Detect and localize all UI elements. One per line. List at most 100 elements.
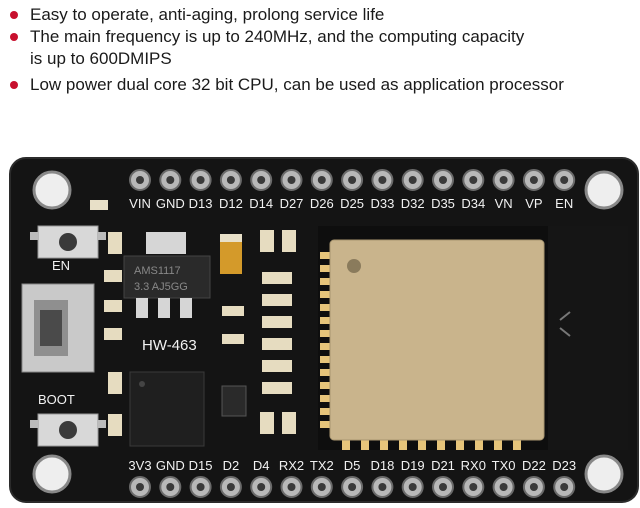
passive-components bbox=[104, 232, 122, 436]
regulator-text: AMS1117 bbox=[134, 265, 181, 277]
pin-label: RX2 bbox=[279, 458, 304, 473]
bullet-icon bbox=[10, 11, 18, 19]
module-pad bbox=[320, 408, 330, 415]
header-pin-hole bbox=[136, 176, 144, 184]
pin-label: D35 bbox=[431, 196, 455, 211]
header-pin-hole bbox=[378, 176, 387, 184]
header-pin-hole bbox=[469, 483, 478, 491]
pin-label: RX0 bbox=[461, 458, 486, 473]
pin-label: D25 bbox=[340, 196, 364, 211]
bullet-icon bbox=[10, 81, 18, 89]
module-pad bbox=[320, 330, 330, 337]
pin-label: D15 bbox=[189, 458, 213, 473]
header-pin-hole bbox=[136, 483, 144, 491]
module-pad bbox=[320, 382, 330, 389]
module-pad bbox=[475, 440, 483, 450]
pin-label: VN bbox=[495, 196, 513, 211]
module-pad bbox=[320, 421, 330, 428]
pin-label: 3V3 bbox=[128, 458, 151, 473]
header-pin-hole bbox=[499, 176, 508, 184]
module-pad bbox=[320, 265, 330, 272]
header-pin-hole bbox=[529, 483, 538, 491]
module-pad bbox=[456, 440, 464, 450]
en-label: EN bbox=[52, 258, 70, 273]
header-pin-hole bbox=[560, 176, 569, 184]
micro-usb-port bbox=[21, 283, 95, 373]
pin-label: D27 bbox=[280, 196, 304, 211]
top-pin-header bbox=[129, 169, 576, 191]
pin-label: GND bbox=[156, 458, 185, 473]
pin-label: D22 bbox=[522, 458, 546, 473]
voltage-regulator: AMS1117 3.3 AJ5GG bbox=[123, 232, 211, 318]
pin-label: VIN bbox=[129, 196, 151, 211]
rf-shield-can bbox=[329, 239, 545, 441]
pin-label: GND bbox=[156, 196, 185, 211]
header-pin-hole bbox=[166, 483, 175, 491]
model-label: HW-463 bbox=[142, 337, 197, 354]
header-pin-hole bbox=[439, 176, 447, 184]
pin-label: D12 bbox=[219, 196, 243, 211]
module-pad bbox=[320, 395, 330, 402]
pin-label: TX2 bbox=[310, 458, 334, 473]
pin-label: D4 bbox=[253, 458, 270, 473]
pin-label: D13 bbox=[189, 196, 213, 211]
feature-text: Easy to operate, anti-aging, prolong ser… bbox=[30, 5, 385, 24]
header-pin-hole bbox=[317, 176, 326, 184]
module-pad bbox=[320, 291, 330, 298]
boot-button bbox=[30, 413, 106, 447]
feature-item: The main frequency is up to 240MHz, and … bbox=[0, 26, 524, 70]
module-pad bbox=[494, 440, 502, 450]
header-pin-hole bbox=[226, 176, 235, 184]
header-pin-hole bbox=[196, 176, 205, 184]
pin-label: D26 bbox=[310, 196, 334, 211]
module-pad bbox=[320, 343, 330, 350]
pin-label: D23 bbox=[552, 458, 576, 473]
module-pad bbox=[513, 440, 521, 450]
header-pin-hole bbox=[378, 483, 387, 491]
pin-label: D5 bbox=[344, 458, 361, 473]
module-pad bbox=[320, 252, 330, 259]
header-pin-hole bbox=[408, 483, 417, 491]
header-pin-hole bbox=[196, 483, 205, 491]
module-pad bbox=[399, 440, 407, 450]
pin-label: D32 bbox=[401, 196, 425, 211]
header-pin-hole bbox=[408, 176, 417, 184]
module-pad bbox=[342, 440, 350, 450]
header-pin-hole bbox=[257, 176, 266, 184]
module-pad bbox=[320, 304, 330, 311]
pin-label: TX0 bbox=[492, 458, 516, 473]
header-pin-hole bbox=[287, 483, 296, 491]
header-pin-hole bbox=[439, 483, 447, 491]
antenna-area bbox=[548, 226, 628, 450]
module-pad bbox=[320, 356, 330, 363]
pin-label: EN bbox=[555, 196, 573, 211]
pin-label: D19 bbox=[401, 458, 425, 473]
module-pad bbox=[320, 317, 330, 324]
module-pad bbox=[380, 440, 388, 450]
resistor-array bbox=[222, 230, 296, 434]
header-pin-hole bbox=[257, 483, 266, 491]
header-pin-hole bbox=[469, 176, 478, 184]
feature-text: The main frequency is up to 240MHz, and … bbox=[30, 27, 525, 46]
header-pin-hole bbox=[226, 483, 235, 491]
header-pin-hole bbox=[166, 176, 175, 184]
header-pin-hole bbox=[348, 483, 357, 491]
pin-label: D21 bbox=[431, 458, 455, 473]
pin-label: D33 bbox=[370, 196, 394, 211]
pin-label: D14 bbox=[249, 196, 273, 211]
feature-item: Low power dual core 32 bit CPU, can be u… bbox=[0, 74, 564, 96]
header-pin-hole bbox=[348, 176, 357, 184]
module-pad bbox=[437, 440, 445, 450]
regulator-text: 3.3 AJ5GG bbox=[134, 281, 188, 293]
module-pad bbox=[320, 278, 330, 285]
tantalum-capacitor bbox=[220, 234, 242, 274]
power-led bbox=[90, 200, 108, 210]
pin-label: D34 bbox=[461, 196, 485, 211]
header-pin-hole bbox=[499, 483, 508, 491]
usb-uart-chip bbox=[129, 371, 205, 447]
header-pin-hole bbox=[317, 483, 326, 491]
transistor bbox=[221, 385, 247, 417]
header-pin-hole bbox=[287, 176, 296, 184]
pin-label: VP bbox=[525, 196, 542, 211]
